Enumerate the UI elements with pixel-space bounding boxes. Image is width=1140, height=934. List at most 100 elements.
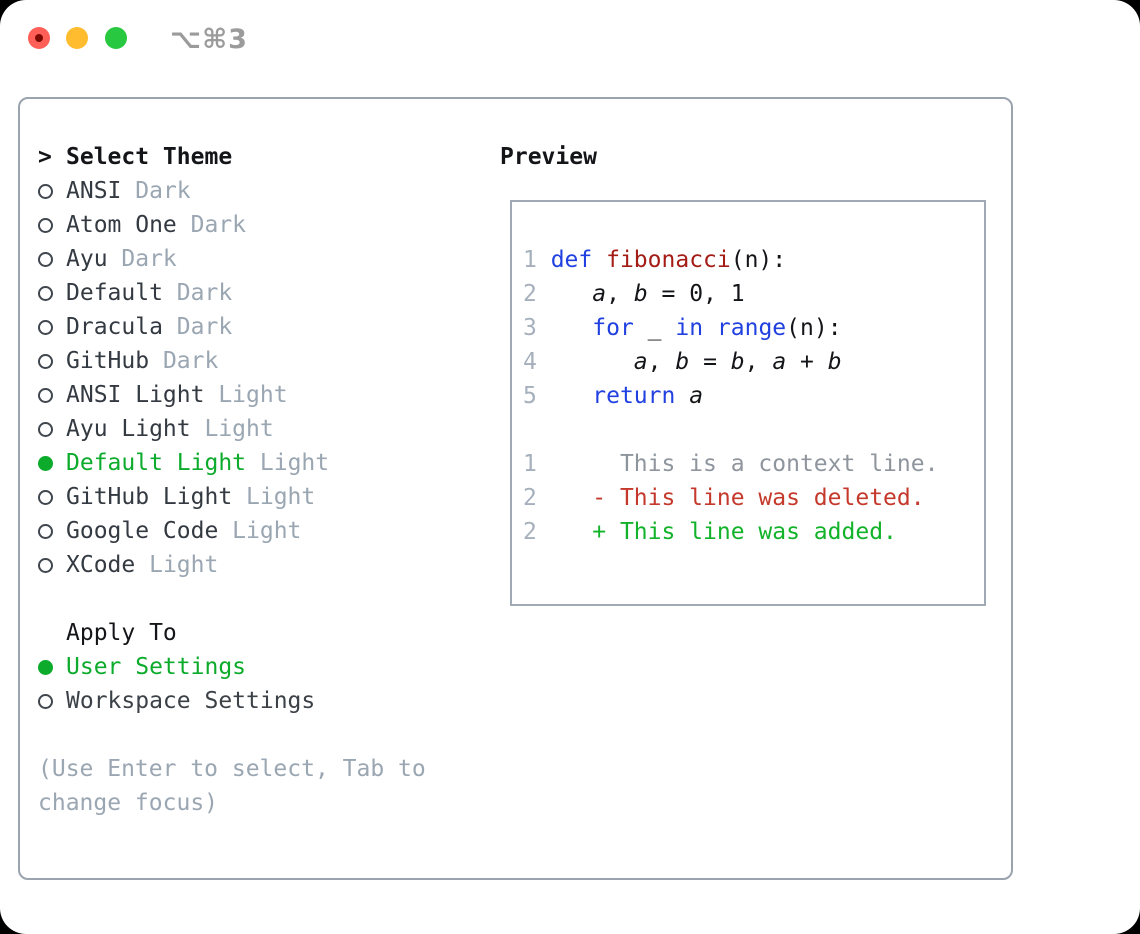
theme-name: Google Code <box>66 518 233 544</box>
radio-unselected-icon <box>38 285 53 301</box>
code-token-ln: 1 <box>523 451 537 477</box>
code-line <box>523 413 984 447</box>
code-token-plain: , <box>744 349 773 375</box>
minimize-button[interactable] <box>66 27 88 49</box>
radio-selected-icon <box>38 659 53 675</box>
theme-option-atom-one[interactable]: Atom One Dark <box>38 208 426 242</box>
select-theme-title: Select Theme <box>66 144 233 170</box>
radio-unselected-icon <box>38 421 53 437</box>
select-theme-header: > Select Theme <box>38 140 426 174</box>
code-token-plain <box>537 281 592 307</box>
theme-option-google-code[interactable]: Google Code Light <box>38 514 426 548</box>
code-line: 2 a, b = 0, 1 <box>523 277 984 311</box>
theme-variant: Dark <box>121 246 177 272</box>
zoom-button[interactable] <box>105 27 127 49</box>
theme-variant: Light <box>218 382 288 408</box>
theme-name: Dracula <box>66 314 177 340</box>
theme-name: GitHub Light <box>66 484 247 510</box>
help-text-line-1: (Use Enter to select, Tab to <box>38 756 426 782</box>
code-token-plain <box>592 247 606 273</box>
theme-name: Ayu Light <box>66 416 205 442</box>
theme-option-ayu[interactable]: Ayu Dark <box>38 242 426 276</box>
code-token-plain: _ <box>633 315 676 341</box>
code-token-ln: 2 <box>523 281 537 307</box>
code-token-plain <box>703 315 717 341</box>
theme-name: ANSI Light <box>66 382 219 408</box>
code-token-ln: 2 <box>523 485 537 511</box>
code-token-del: - This line was deleted. <box>536 485 925 511</box>
radio-unselected-icon <box>38 183 53 199</box>
theme-variant: Dark <box>135 178 191 204</box>
theme-option-default-light[interactable]: Default Light Light <box>38 446 426 480</box>
theme-name: Ayu <box>66 246 122 272</box>
theme-option-xcode[interactable]: XCode Light <box>38 548 426 582</box>
code-token-ln: 1 <box>523 247 551 273</box>
code-line: 5 return a <box>523 379 984 413</box>
code-line: 3 for _ in range(n): <box>523 311 984 345</box>
code-token-kw: for <box>592 315 634 341</box>
code-token-var: b <box>675 349 690 375</box>
code-token-kw: def <box>550 247 593 273</box>
code-token-plain: (n): <box>786 315 842 341</box>
code-token-kw: range <box>716 315 787 341</box>
radio-unselected-icon <box>38 693 53 709</box>
close-button[interactable] <box>28 27 50 49</box>
theme-option-github-light[interactable]: GitHub Light Light <box>38 480 426 514</box>
preview-title: Preview <box>500 144 597 170</box>
theme-option-github[interactable]: GitHub Dark <box>38 344 426 378</box>
code-token-add: + This line was added. <box>536 519 897 545</box>
theme-variant: Dark <box>190 212 247 238</box>
radio-unselected-icon <box>38 319 53 335</box>
theme-variant: Light <box>204 416 274 442</box>
code-token-ctx: This is a context line. <box>536 451 939 477</box>
theme-option-ansi[interactable]: ANSI Dark <box>38 174 426 208</box>
radio-unselected-icon <box>38 251 53 267</box>
code-token-ln: 5 <box>523 383 537 409</box>
keyboard-shortcut-label: ⌥⌘3 <box>170 24 248 55</box>
radio-unselected-icon <box>38 523 53 539</box>
theme-name: Atom One <box>66 212 191 238</box>
theme-variant: Dark <box>176 314 233 340</box>
code-token-var: b <box>827 349 842 375</box>
code-token-plain <box>537 383 592 409</box>
code-token-ln: 3 <box>523 315 537 341</box>
radio-unselected-icon <box>38 489 53 505</box>
code-token-fn: fibonacci <box>606 247 731 273</box>
theme-option-default[interactable]: Default Dark <box>38 276 426 310</box>
focus-prompt-icon: > <box>38 144 52 170</box>
theme-name: ANSI <box>66 178 136 204</box>
code-token-kw: in <box>675 315 704 341</box>
code-token-plain: = 0, 1 <box>647 281 745 307</box>
apply-to-header: Apply To <box>38 616 426 650</box>
theme-variant: Dark <box>176 280 233 306</box>
code-token-kw: return <box>592 383 676 409</box>
apply-option-user-settings[interactable]: User Settings <box>38 650 426 684</box>
code-token-var: b <box>633 281 648 307</box>
code-token-ln: 2 <box>523 519 537 545</box>
apply-option-label: Workspace Settings <box>66 688 316 714</box>
code-token-var: a <box>592 281 607 307</box>
radio-selected-icon <box>38 455 53 471</box>
theme-variant: Light <box>149 552 219 578</box>
theme-variant: Dark <box>162 348 219 374</box>
theme-option-dracula[interactable]: Dracula Dark <box>38 310 426 344</box>
theme-name: Default <box>66 280 177 306</box>
code-line: 4 a, b = b, a + b <box>523 345 984 379</box>
radio-unselected-icon <box>38 217 53 233</box>
radio-unselected-icon <box>38 353 53 369</box>
theme-option-ansi-light[interactable]: ANSI Light Light <box>38 378 426 412</box>
code-token-plain: = <box>689 349 731 375</box>
theme-option-ayu-light[interactable]: Ayu Light Light <box>38 412 426 446</box>
theme-variant: Light <box>232 518 302 544</box>
radio-unselected-icon <box>38 557 53 573</box>
theme-variant: Light <box>259 450 330 476</box>
apply-option-workspace-settings[interactable]: Workspace Settings <box>38 684 426 718</box>
code-line: 2 - This line was deleted. <box>523 481 984 515</box>
code-token-plain: + <box>786 349 828 375</box>
help-text-line-2: change focus) <box>38 790 219 816</box>
